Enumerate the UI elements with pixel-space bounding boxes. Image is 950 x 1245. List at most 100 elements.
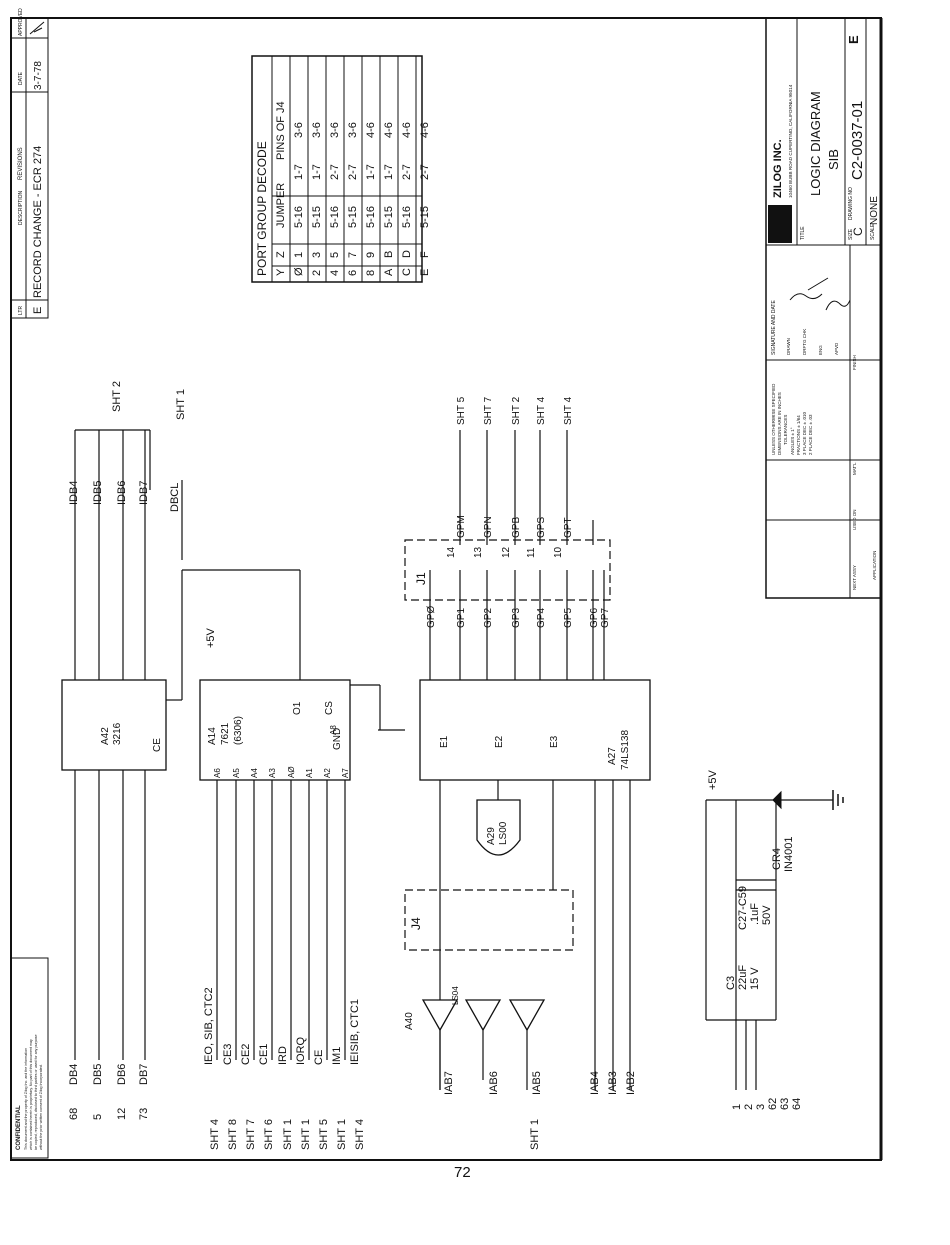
db6-label: DB6	[116, 1064, 128, 1085]
title-label: TITLE	[800, 226, 806, 240]
decode-cell: 3-6	[347, 122, 359, 138]
db4-label: DB4	[68, 1064, 80, 1085]
confidential-line-3: be copied, reproduced, disclosed to thir…	[34, 1035, 38, 1150]
gps-pin: 11	[526, 547, 537, 558]
rev-col-description: DESCRIPTION	[18, 190, 24, 225]
decode-cell: A	[383, 268, 395, 276]
sheet-ref-3: SHT 7	[245, 1119, 257, 1150]
confidential-notice: CONFIDENTIAL This document and the prope…	[10, 957, 49, 1159]
decode-cell: 3-6	[329, 122, 341, 138]
a29-name: A29	[486, 827, 497, 845]
a14-pin-a1: A1	[305, 768, 314, 778]
signal-ieo: IEO, SIB, CTC2	[203, 987, 215, 1065]
gps-label: GPS	[536, 517, 547, 538]
rev-col-approved: APPROVED	[18, 8, 24, 36]
c27-value: .1uF	[749, 903, 761, 925]
c3-voltage: 15 V	[749, 967, 761, 990]
j4-label: J4	[409, 917, 423, 930]
revisions-header: REVISIONS	[18, 147, 24, 180]
a14-pin-a8: A8	[329, 725, 338, 735]
drafting-check-label: DRFTG CHK	[802, 329, 807, 355]
apvd-label: APVD	[834, 342, 839, 355]
rev-date-value: 3-7-78	[33, 61, 44, 90]
idb7-label: IDB7	[138, 481, 150, 505]
a14-cs: CS	[324, 701, 335, 715]
chip-a42	[61, 679, 167, 771]
gpn-label: GPN	[483, 516, 494, 538]
tolerance-line-7: 2 PLACE DEC ± .03	[808, 414, 813, 455]
decode-cell: 5-16	[401, 206, 413, 228]
decode-cell: C	[401, 268, 413, 276]
confidential-line-2: which is contained herein is proprietary…	[29, 1039, 33, 1150]
drawing-number: C2-0037-01	[849, 101, 866, 180]
decode-cell: 3-6	[311, 122, 323, 138]
bottom-sheet-ref: SHT 1	[529, 1119, 541, 1150]
gate-a29	[476, 799, 521, 856]
db7-label: DB7	[138, 1064, 150, 1085]
sheet-ref-1: SHT 4	[209, 1119, 221, 1150]
c27-name: C27-C59	[737, 886, 749, 930]
drawing-subtitle: SIB	[826, 149, 841, 170]
db5-pin: 5	[92, 1114, 104, 1120]
rev-description-value: RECORD CHANGE - ECR 274	[32, 146, 44, 298]
gpb-sheet: SHT 2	[511, 396, 522, 425]
iab4-label: IAB4	[589, 1071, 601, 1095]
chip-a14	[199, 679, 351, 781]
rev-col-date: DATE	[18, 71, 24, 85]
dbcl-sheet-ref: SHT 1	[175, 389, 187, 420]
decode-cell: E	[419, 269, 431, 276]
tolerance-line-2: DIMENSIONS ARE IN INCHES	[777, 392, 782, 455]
decode-cell: 2-7	[329, 164, 341, 180]
diode-cr4-icon	[772, 790, 782, 810]
tolerance-line-4: ANGLES ± 1°	[790, 427, 795, 455]
db6-pin: 12	[116, 1108, 128, 1120]
a14-pin-a2: A2	[323, 768, 332, 778]
a42-name: A42	[100, 727, 111, 745]
gpm-sheet: SHT 5	[456, 396, 467, 425]
decode-cell: 8	[365, 270, 377, 276]
a27-name: A27	[607, 747, 618, 765]
idb6-label: IDB6	[116, 481, 128, 505]
a29-part: LS00	[498, 821, 509, 845]
confidential-line-4: without the prior written consent of Zil…	[39, 1064, 43, 1150]
a40-part: LS04	[451, 986, 460, 1005]
decode-cell: 1-7	[311, 164, 323, 180]
gpb-pin: 12	[501, 546, 512, 558]
decode-header-pins: PINS OF J4	[275, 101, 287, 160]
pwr-pin-2: 2	[743, 1104, 755, 1110]
rev-col-ltr: LTR	[18, 306, 24, 315]
iab6-label: IAB6	[488, 1071, 500, 1095]
title-block: ZILOG INC. 10460 BUBB ROAD CUPERTINO, CA…	[765, 17, 882, 599]
decode-cell: 1-7	[365, 164, 377, 180]
dbcl-label: DBCL	[169, 483, 181, 512]
sheet-ref-6: SHT 1	[300, 1119, 312, 1150]
decode-cell: 4	[329, 270, 341, 276]
gp7-label: GP7	[600, 608, 611, 628]
decode-cell: 2	[311, 270, 323, 276]
decode-cell: B	[383, 251, 395, 258]
size-label: SIZE	[848, 228, 854, 240]
gp2-label: GP2	[483, 608, 494, 628]
decode-cell: 5-16	[293, 206, 305, 228]
signal-ce1: CE1	[258, 1044, 270, 1065]
chip-a27	[419, 679, 651, 781]
decode-cell: 4-6	[401, 122, 413, 138]
decode-cell: 5-16	[365, 206, 377, 228]
a42-ce-label: CE	[152, 738, 163, 752]
a14-pin-a6: A6	[213, 768, 222, 778]
gp4-label: GP4	[536, 608, 547, 628]
a14-pin-a4: A4	[250, 768, 259, 778]
decode-cell: 1-7	[293, 164, 305, 180]
signature-label: SIGNATURE AND DATE	[771, 300, 777, 355]
db7-pin: 73	[138, 1108, 150, 1120]
a14-o1: O1	[292, 701, 303, 715]
signal-ce2: CE2	[240, 1044, 252, 1065]
inverter-a40-2	[464, 999, 502, 1032]
wiring	[74, 429, 833, 1090]
db5-label: DB5	[92, 1064, 104, 1085]
decode-cell: 3-6	[293, 122, 305, 138]
decode-cell: D	[401, 250, 413, 258]
pwr-pin-63: 63	[779, 1098, 791, 1110]
decode-cell: 2-7	[347, 164, 359, 180]
a14-pin-a3: A3	[268, 768, 277, 778]
